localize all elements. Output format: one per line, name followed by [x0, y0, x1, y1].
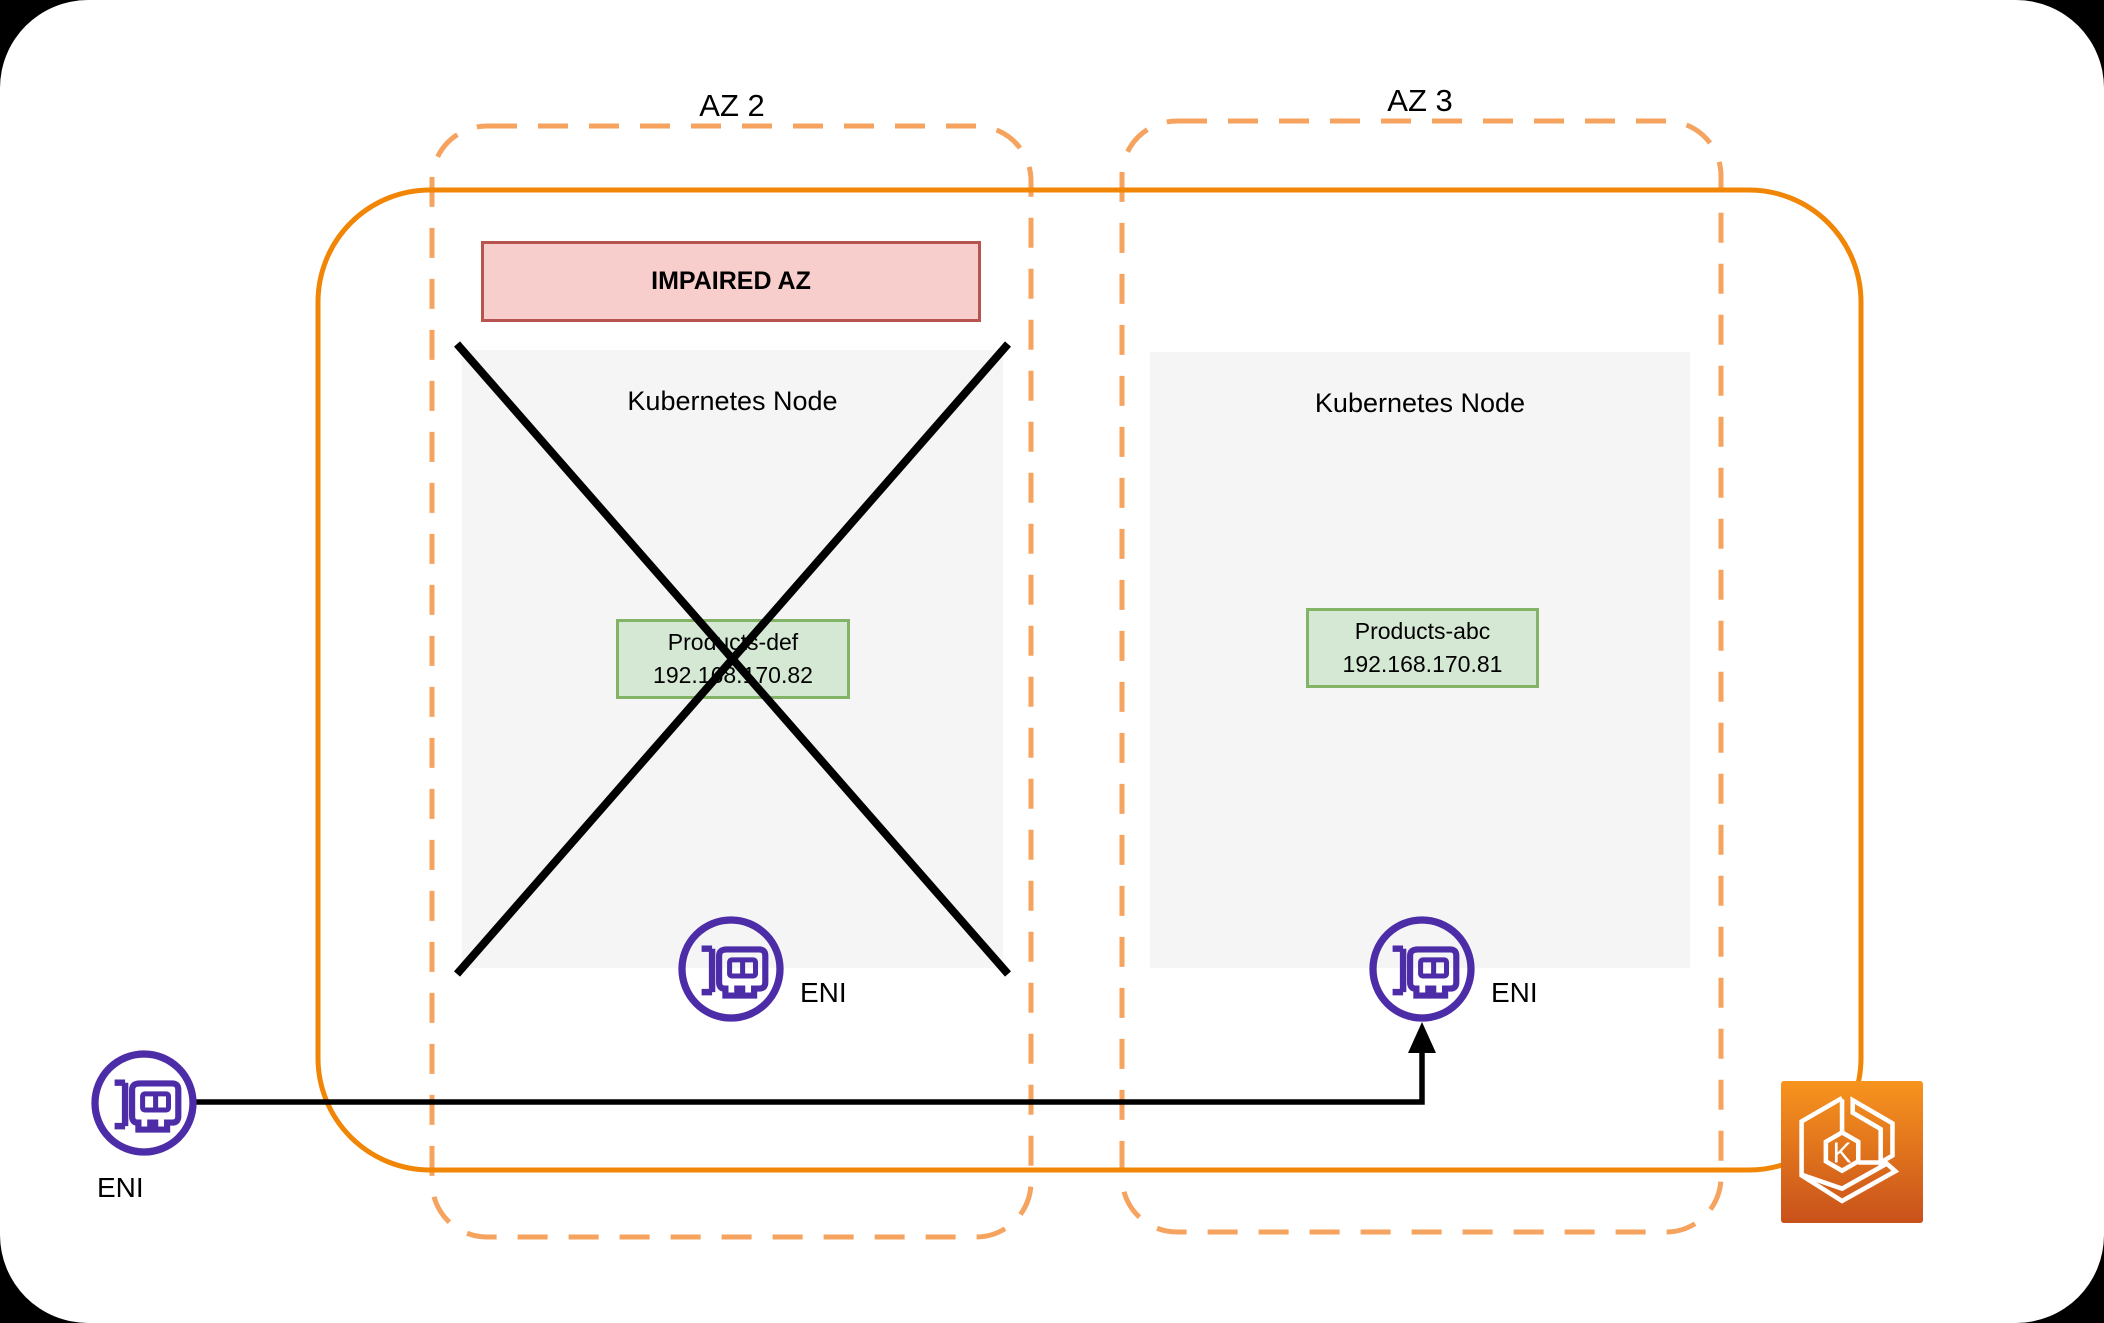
node-title: Kubernetes Node: [1314, 388, 1526, 418]
eks-icon-glyph: K: [1799, 1096, 1900, 1204]
node-title: Kubernetes Node: [627, 386, 838, 416]
az2-label: AZ 2: [699, 88, 765, 123]
pod-name: Products-abc: [1354, 618, 1491, 644]
external-eni-icon: [88, 1047, 200, 1159]
eks-icon: K: [1781, 1081, 1923, 1223]
eni-icon: [1366, 913, 1478, 1025]
az3-label: AZ 3: [1387, 83, 1453, 118]
external-eni-label: ENI: [97, 1172, 144, 1203]
pod-ip: 192.168.170.82: [653, 662, 813, 688]
eni-label: ENI: [1491, 977, 1538, 1008]
eni-label: ENI: [800, 977, 847, 1008]
pod-products-abc: Products-abc 192.168.170.81: [1306, 608, 1539, 688]
pod-ip: 192.168.170.81: [1342, 651, 1503, 677]
impaired-az-banner: IMPAIRED AZ: [481, 241, 981, 322]
eks-letter: K: [1833, 1138, 1852, 1170]
eni-connector-arrow: [196, 1022, 1436, 1105]
eni-icon: [675, 913, 787, 1025]
pod-name: Products-def: [667, 629, 799, 655]
impaired-az-banner-label: IMPAIRED AZ: [651, 267, 811, 295]
pod-products-def: Products-def 192.168.170.82: [616, 619, 850, 699]
